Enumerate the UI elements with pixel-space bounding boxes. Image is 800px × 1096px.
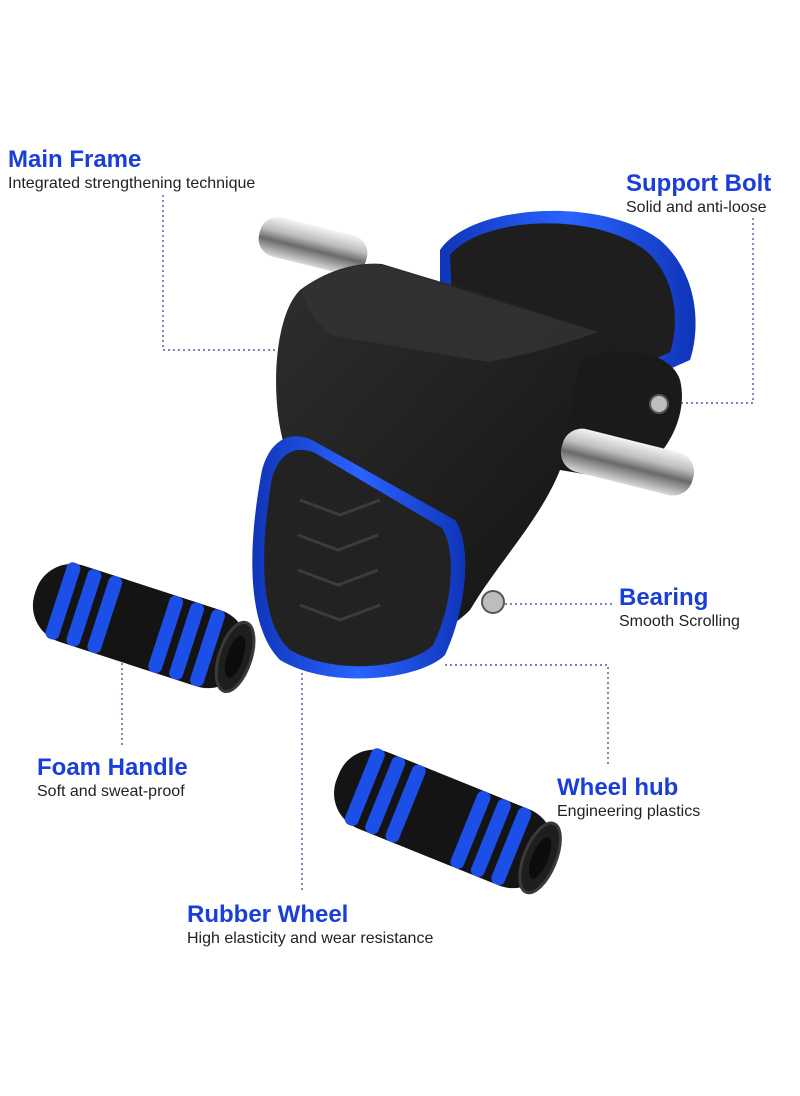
callout-foam-handle: Foam Handle Soft and sweat-proof <box>37 754 188 802</box>
bearing-bolt <box>481 590 505 614</box>
leader-support-bolt <box>668 218 754 404</box>
callout-title: Support Bolt <box>626 170 772 197</box>
callout-title: Foam Handle <box>37 754 188 781</box>
ab-roller <box>252 210 696 679</box>
callout-title: Wheel hub <box>557 774 679 801</box>
main-frame-top <box>302 264 598 362</box>
callout-title: Bearing <box>619 584 709 611</box>
callout-subtitle: Soft and sweat-proof <box>37 783 185 800</box>
leader-wheel-hub <box>445 664 609 764</box>
callout-rubber-wheel: Rubber Wheel High elasticity and wear re… <box>187 901 433 949</box>
callout-support-bolt: Support Bolt Solid and anti-loose <box>626 170 771 218</box>
foam-handle-right <box>334 748 562 895</box>
callout-subtitle: Solid and anti-loose <box>626 199 767 216</box>
callout-title: Main Frame <box>8 146 142 173</box>
foam-handle-left <box>32 562 256 693</box>
tire-tread <box>297 498 381 622</box>
callout-wheel-hub: Wheel hub Engineering plastics <box>557 774 700 822</box>
back-wheel-tire <box>450 223 675 385</box>
callout-subtitle: Smooth Scrolling <box>619 613 740 630</box>
callout-subtitle: Integrated strengthening technique <box>8 175 256 192</box>
callout-subtitle: Engineering plastics <box>557 803 701 820</box>
callout-title: Rubber Wheel <box>187 901 349 928</box>
axle-left <box>258 217 368 275</box>
callout-bearing: Bearing Smooth Scrolling <box>619 584 740 632</box>
callout-main-frame: Main Frame Integrated strengthening tech… <box>8 146 255 194</box>
callout-subtitle: High elasticity and wear resistance <box>187 930 434 947</box>
axle-right <box>560 428 695 496</box>
support-bolt <box>649 394 669 414</box>
